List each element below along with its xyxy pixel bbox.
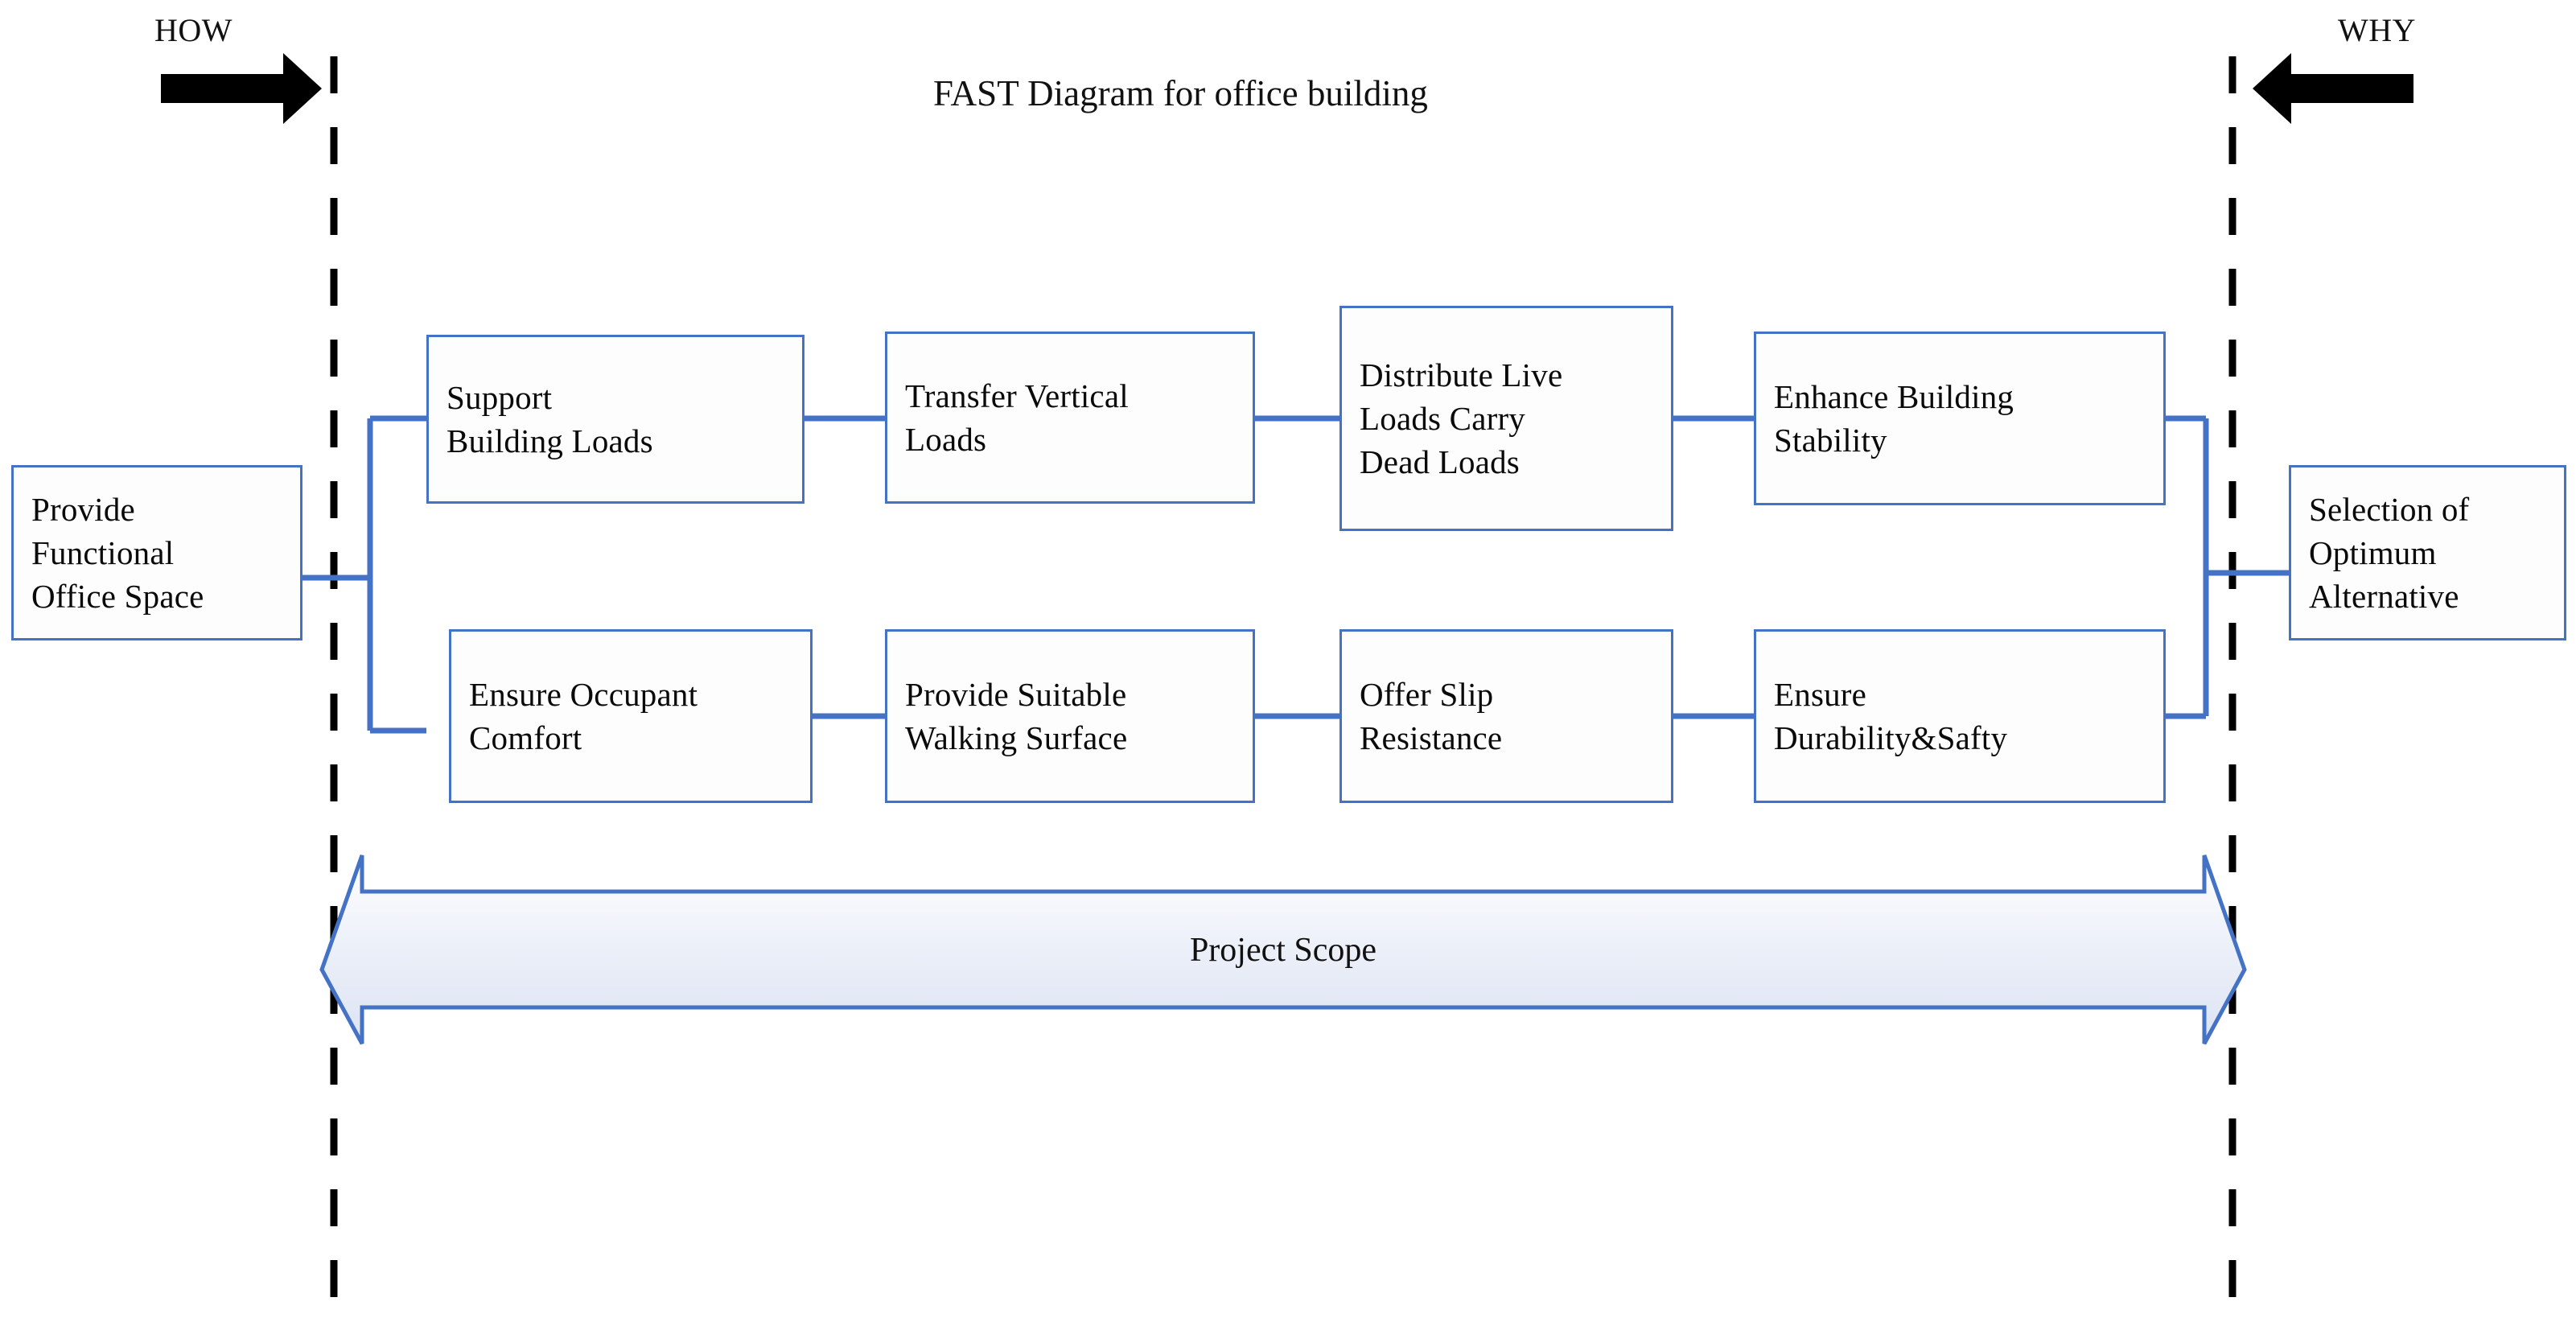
label-why: WHY — [2338, 12, 2417, 48]
page-title: FAST Diagram for office building — [933, 73, 1428, 113]
node-support-building-loads[interactable]: Support Building Loads — [426, 335, 804, 504]
node-enhance-building-stability[interactable]: Enhance Building Stability — [1754, 332, 2166, 505]
node-transfer-vertical-loads[interactable]: Transfer Vertical Loads — [885, 332, 1255, 504]
node-provide-suitable-walking-surface[interactable]: Provide Suitable Walking Surface — [885, 629, 1255, 803]
node-label: Offer Slip Resistance — [1360, 675, 1503, 756]
node-ensure-durability-safty[interactable]: Ensure Durability&Safty — [1754, 629, 2166, 803]
node-label: Enhance Building Stability — [1774, 377, 2014, 459]
why-arrow-icon — [2253, 53, 2413, 124]
node-selection-of-optimum-alternative[interactable]: Selection of Optimum Alternative — [2289, 465, 2566, 640]
how-arrow-icon — [161, 53, 322, 124]
node-provide-functional-office-space[interactable]: Provide Functional Office Space — [11, 465, 302, 640]
node-ensure-occupant-comfort[interactable]: Ensure Occupant Comfort — [449, 629, 813, 803]
node-label: Provide Functional Office Space — [31, 490, 204, 616]
node-offer-slip-resistance[interactable]: Offer Slip Resistance — [1339, 629, 1673, 803]
node-label: Support Building Loads — [446, 378, 653, 459]
node-label: Provide Suitable Walking Surface — [905, 675, 1128, 756]
node-label: Selection of Optimum Alternative — [2309, 490, 2470, 616]
connector-left-branch — [302, 415, 426, 734]
node-label: Ensure Occupant Comfort — [469, 675, 698, 756]
node-label: Transfer Vertical Loads — [905, 377, 1129, 458]
connector-right-merge — [2164, 415, 2289, 719]
label-how: HOW — [154, 12, 233, 48]
node-label: Ensure Durability&Safty — [1774, 675, 2008, 756]
project-scope-label: Project Scope — [1189, 932, 1377, 969]
node-distribute-live-loads-carry-dead-loads[interactable]: Distribute Live Loads Carry Dead Loads — [1339, 306, 1673, 531]
node-label: Distribute Live Loads Carry Dead Loads — [1360, 356, 1563, 481]
